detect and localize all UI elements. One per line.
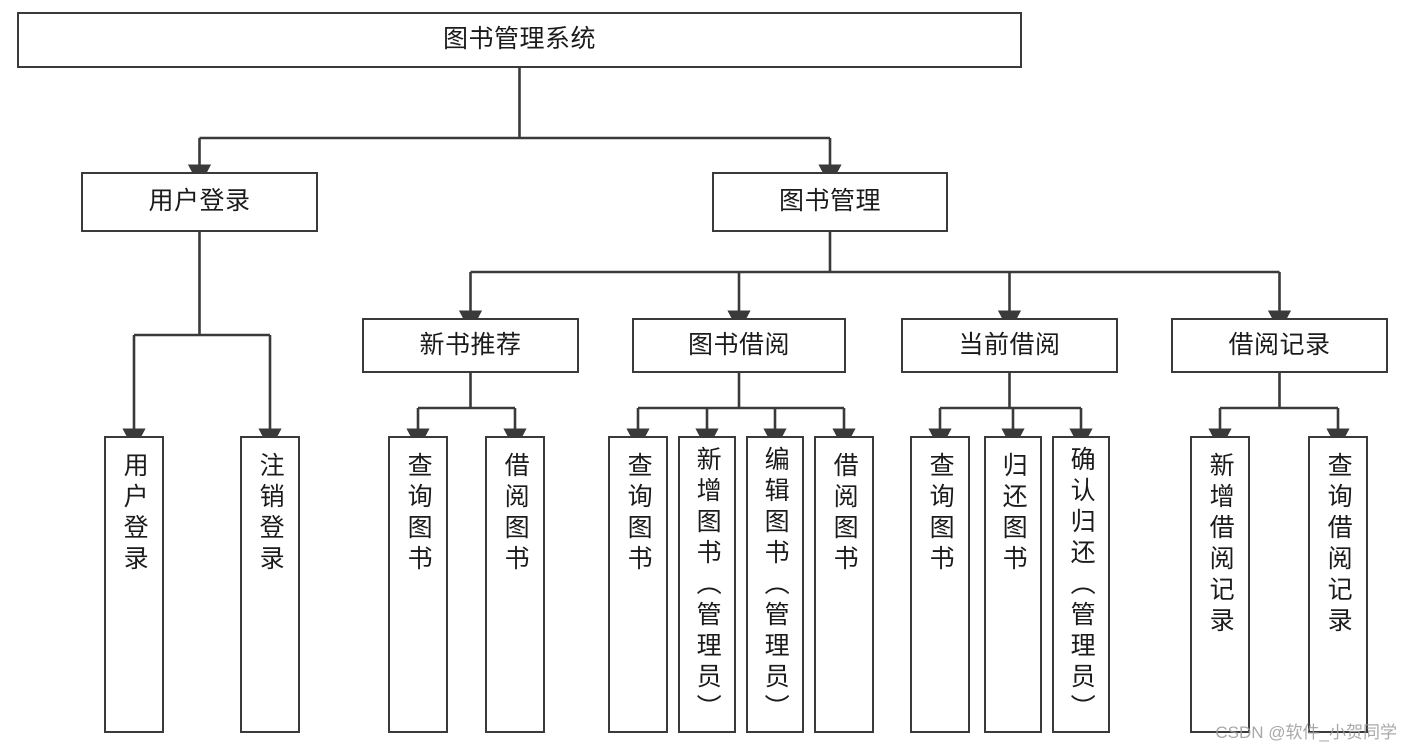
node-leaf-edit-book-label: 编辑图书（管理员） [761, 446, 790, 725]
node-leaf-borrow-book-label: 借阅图书 [830, 452, 859, 576]
node-leaf-logout-label: 注销登录 [256, 452, 285, 576]
node-user-login[interactable]: 用户登录 [81, 172, 318, 232]
node-root[interactable]: 图书管理系统 [17, 12, 1022, 68]
node-leaf-user-login-label: 用户登录 [120, 452, 149, 576]
node-leaf-return-book-label: 归还图书 [999, 452, 1028, 576]
node-leaf-add-record[interactable]: 新增借阅记录 [1190, 436, 1250, 733]
node-book-manage[interactable]: 图书管理 [712, 172, 948, 232]
node-leaf-return-book[interactable]: 归还图书 [984, 436, 1042, 733]
node-current-borrow[interactable]: 当前借阅 [901, 318, 1118, 373]
node-leaf-user-login[interactable]: 用户登录 [104, 436, 164, 733]
node-leaf-query-book-cur[interactable]: 查询图书 [910, 436, 970, 733]
node-leaf-logout[interactable]: 注销登录 [240, 436, 300, 733]
node-book-borrow[interactable]: 图书借阅 [632, 318, 846, 373]
node-leaf-query-book-borrow[interactable]: 查询图书 [608, 436, 668, 733]
node-book-manage-label: 图书管理 [778, 187, 881, 216]
node-leaf-confirm-return[interactable]: 确认归还（管理员） [1052, 436, 1110, 733]
watermark: CSDN @软件_小贺同学 [1215, 723, 1397, 742]
node-leaf-query-book-rec[interactable]: 查询图书 [388, 436, 448, 733]
node-leaf-borrow-book[interactable]: 借阅图书 [814, 436, 874, 733]
node-leaf-query-book-borrow-label: 查询图书 [624, 452, 653, 576]
node-leaf-query-record-label: 查询借阅记录 [1324, 452, 1353, 638]
node-leaf-edit-book[interactable]: 编辑图书（管理员） [746, 436, 804, 733]
node-leaf-add-record-label: 新增借阅记录 [1206, 452, 1235, 638]
node-current-borrow-label: 当前借阅 [958, 330, 1061, 359]
node-user-login-label: 用户登录 [148, 187, 251, 216]
node-root-label: 图书管理系统 [442, 25, 596, 54]
node-new-book-rec-label: 新书推荐 [419, 330, 522, 359]
node-leaf-borrow-book-rec-label: 借阅图书 [501, 452, 530, 576]
node-leaf-confirm-return-label: 确认归还（管理员） [1067, 446, 1096, 725]
node-leaf-add-book-label: 新增图书（管理员） [693, 446, 722, 725]
node-book-borrow-label: 图书借阅 [687, 330, 790, 359]
node-leaf-query-book-rec-label: 查询图书 [404, 452, 433, 576]
node-leaf-query-record[interactable]: 查询借阅记录 [1308, 436, 1368, 733]
node-new-book-rec[interactable]: 新书推荐 [362, 318, 579, 373]
node-leaf-query-book-cur-label: 查询图书 [926, 452, 955, 576]
node-leaf-borrow-book-rec[interactable]: 借阅图书 [485, 436, 545, 733]
node-borrow-record[interactable]: 借阅记录 [1171, 318, 1388, 373]
node-borrow-record-label: 借阅记录 [1228, 330, 1331, 359]
node-leaf-add-book[interactable]: 新增图书（管理员） [678, 436, 736, 733]
